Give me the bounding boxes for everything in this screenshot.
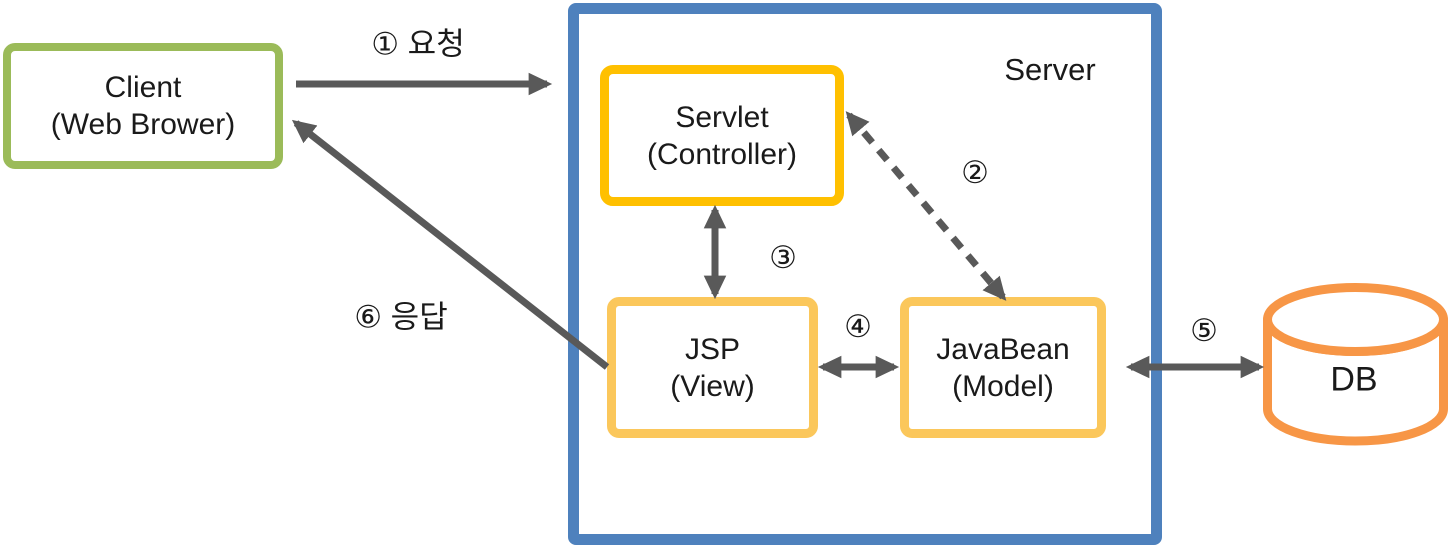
servlet-label-line2: (Controller): [646, 137, 798, 171]
jsp-label-line1: JSP: [684, 332, 741, 366]
jsp-label-line2: (View): [670, 369, 755, 403]
javabean-label-line1: JavaBean: [936, 332, 1070, 366]
db-label: DB: [1330, 360, 1378, 399]
javabean-node: JavaBean (Model): [900, 297, 1106, 438]
label-step5: ⑤: [1190, 313, 1218, 348]
label-step6-response: ⑥ 응답: [354, 299, 448, 335]
server-label: Server: [1004, 52, 1096, 87]
label-step3: ③: [769, 240, 797, 275]
client-label-line1: Client: [104, 71, 182, 104]
label-step1-request: ① 요청: [371, 26, 465, 62]
client-label-line2: (Web Brower): [50, 108, 236, 141]
client-node: Client (Web Brower): [3, 43, 283, 169]
label-step2: ②: [961, 155, 989, 190]
jsp-node: JSP (View): [607, 297, 818, 438]
db-cylinder-top: [1263, 283, 1448, 356]
label-step4: ④: [844, 309, 872, 344]
arrow-response-jsp-to-client: [291, 119, 610, 370]
servlet-node: Servlet (Controller): [600, 65, 844, 206]
javabean-label-line2: (Model): [952, 369, 1054, 403]
servlet-label-line1: Servlet: [675, 100, 769, 134]
